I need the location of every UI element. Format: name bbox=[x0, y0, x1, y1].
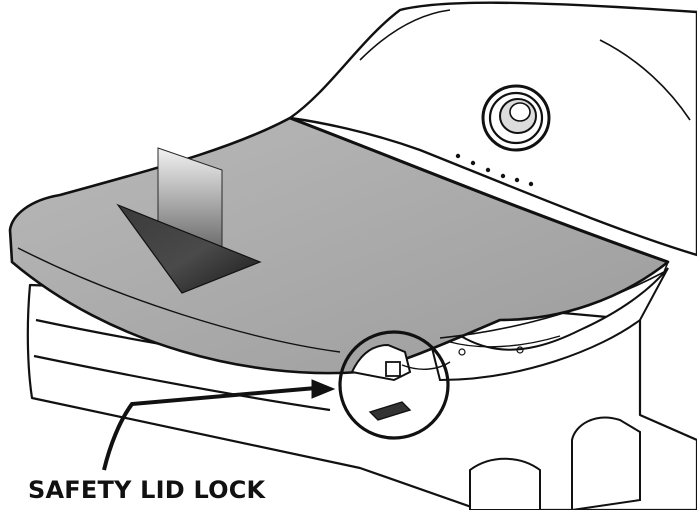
callout-leader bbox=[102, 379, 336, 471]
tub-opening bbox=[419, 267, 669, 382]
lid-lock-mechanism bbox=[350, 343, 451, 421]
control-knob bbox=[481, 84, 551, 152]
indicator-lights bbox=[455, 153, 534, 187]
highlight-circle-icon bbox=[338, 330, 450, 440]
front-panel-recess bbox=[469, 416, 641, 510]
safety-lid-lock-label: SAFETY LID LOCK bbox=[28, 476, 266, 504]
down-arrow-icon bbox=[116, 147, 262, 294]
